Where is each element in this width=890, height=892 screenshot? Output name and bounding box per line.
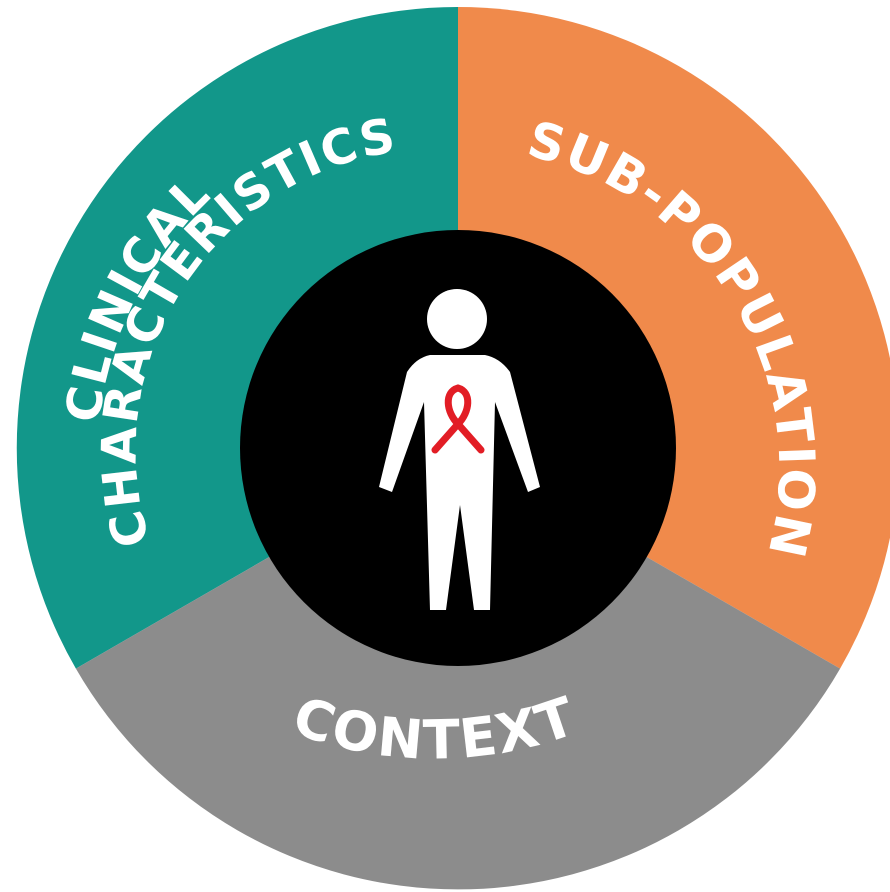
segment-context <box>75 448 841 890</box>
person-icon <box>379 289 540 610</box>
awareness-ribbon-icon <box>431 384 485 454</box>
